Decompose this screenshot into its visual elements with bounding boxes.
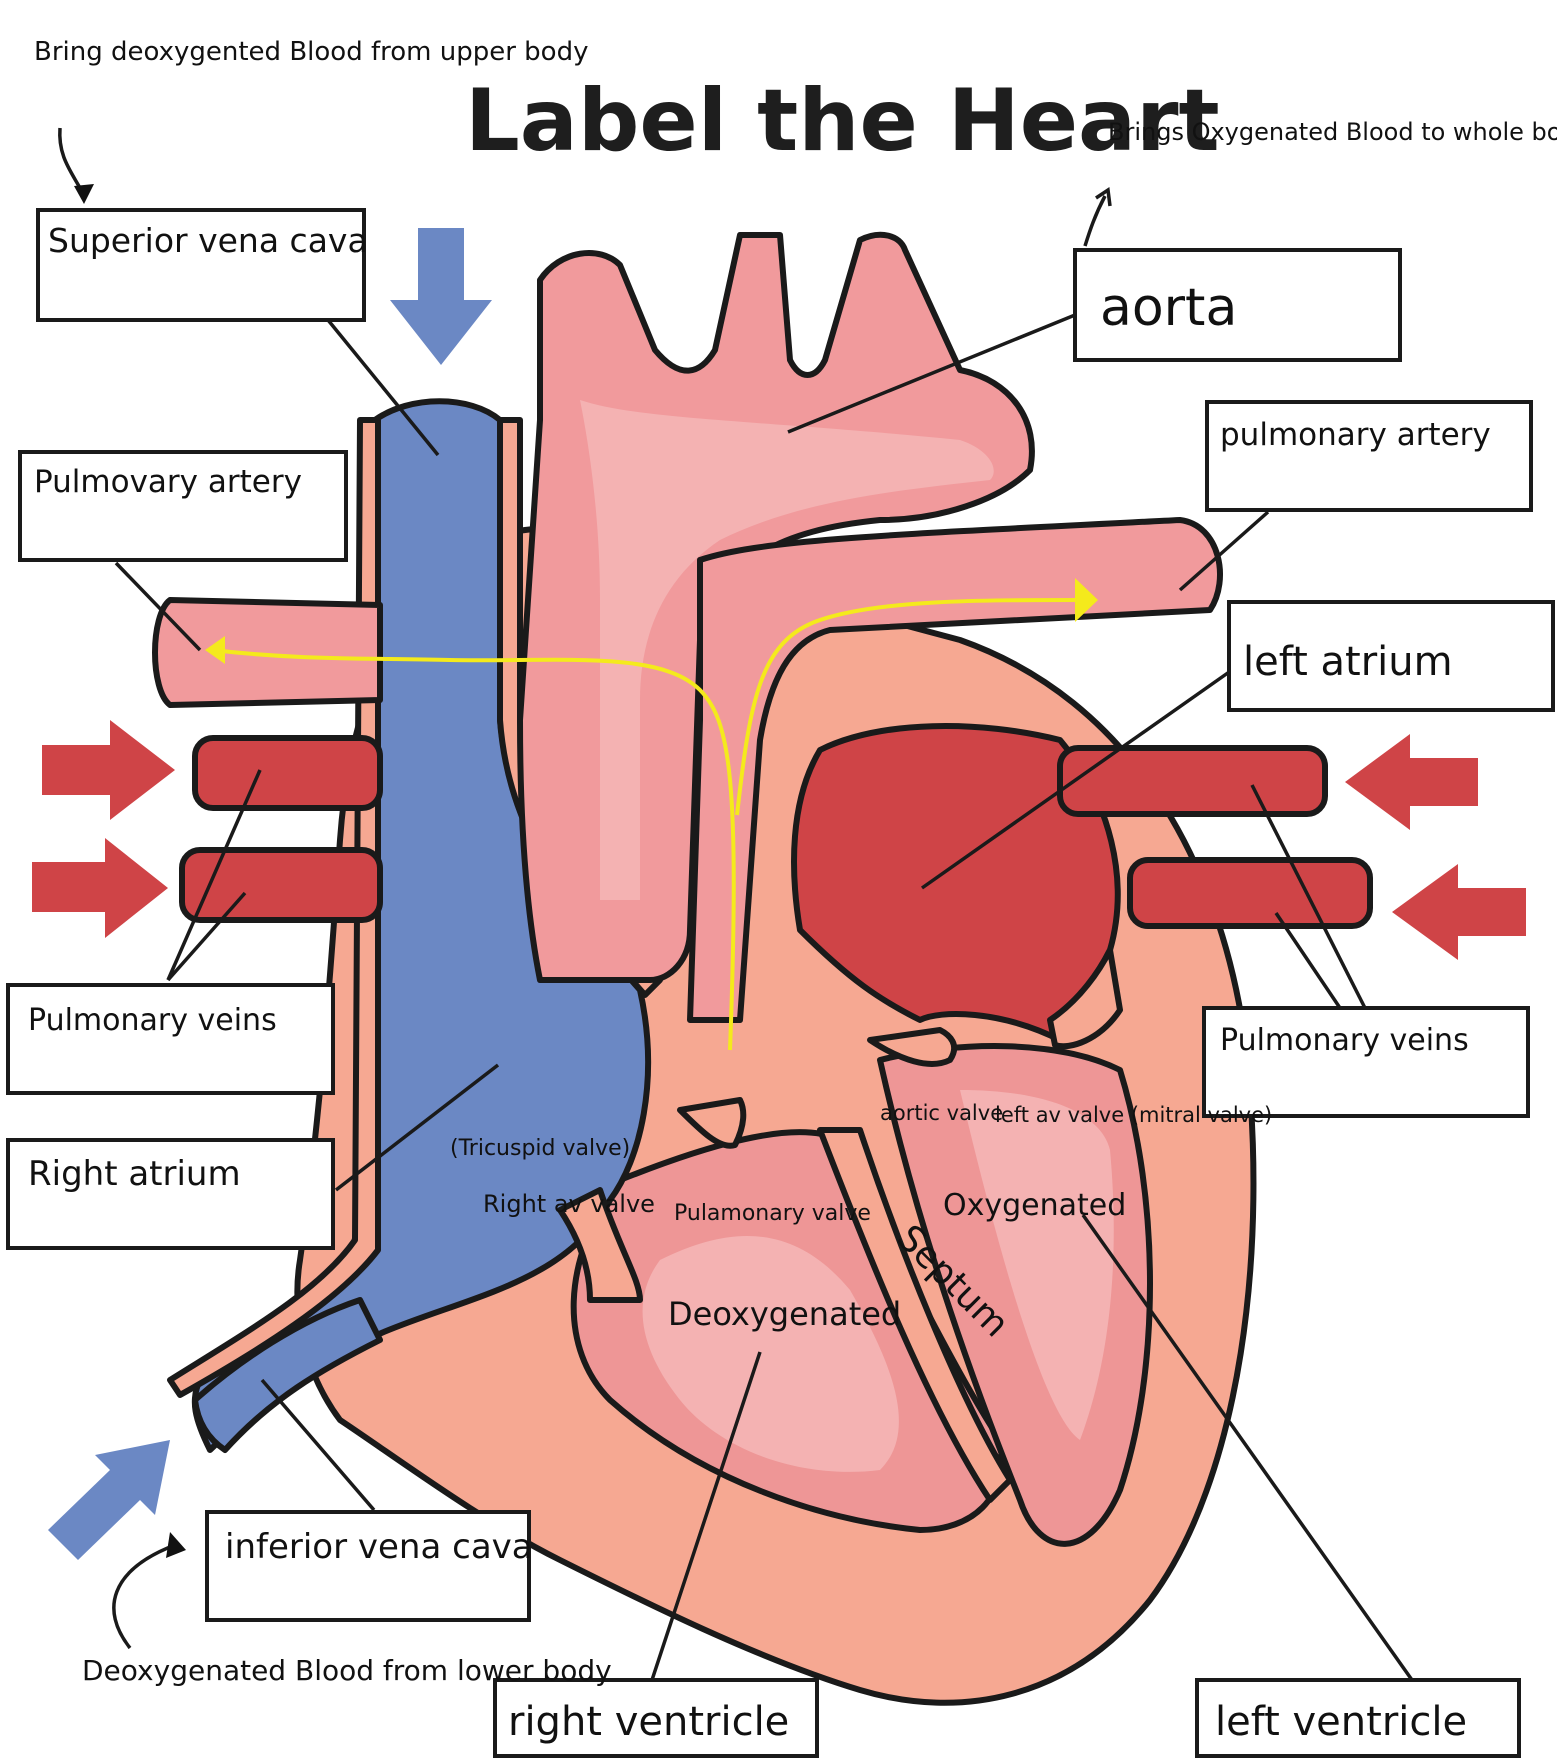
label-right-atrium: Right atrium	[28, 1154, 241, 1194]
label-box-inferior-vena-cava[interactable]: inferior vena cava	[207, 1512, 533, 1620]
label-box-pulmonary-veins-left[interactable]: Pulmonary veins	[8, 985, 333, 1093]
arrow-pulmonary-vein-right-upper	[1345, 734, 1478, 830]
arrow-pulmonary-vein-right-lower	[1392, 864, 1526, 960]
note-upper-body: Bring deoxygented Blood from upper body	[34, 37, 588, 67]
label-box-right-ventricle[interactable]: right ventricle	[495, 1680, 817, 1756]
label-left-ventricle: left ventricle	[1215, 1699, 1467, 1745]
label-pulmonary-artery-right: pulmonary artery	[1220, 417, 1491, 453]
note-tricuspid-valve: (Tricuspid valve)	[450, 1136, 630, 1161]
label-left-atrium: left atrium	[1243, 639, 1453, 685]
arrow-pulmonary-vein-left-upper	[42, 720, 175, 820]
label-box-right-atrium[interactable]: Right atrium	[8, 1140, 333, 1248]
label-inferior-vena-cava: inferior vena cava	[225, 1527, 533, 1567]
label-box-pulmonary-artery-left[interactable]: Pulmovary artery	[20, 452, 346, 560]
arrowhead-lower-body	[166, 1532, 186, 1558]
label-superior-vena-cava: Superior vena cava	[48, 221, 368, 260]
note-mitral-valve: left av valve (mitral valve)	[995, 1103, 1272, 1127]
page-title: Label the Heart	[465, 71, 1220, 171]
pulmonary-vein-right-lower	[1130, 860, 1370, 926]
label-box-left-atrium[interactable]: left atrium	[1229, 602, 1553, 710]
arrow-superior-vena-cava-in	[390, 228, 492, 365]
label-box-pulmonary-veins-right[interactable]: Pulmonary veins	[1204, 1008, 1528, 1116]
label-pulmonary-veins-left: Pulmonary veins	[28, 1003, 277, 1038]
note-deoxygenated: Deoxygenated	[668, 1295, 901, 1333]
label-box-left-ventricle[interactable]: left ventricle	[1197, 1680, 1519, 1756]
pulmonary-vein-right-upper	[1060, 748, 1325, 814]
note-oxygenated: Oxygenated	[943, 1188, 1126, 1223]
arrowhead-upper-body	[74, 184, 94, 204]
label-box-superior-vena-cava[interactable]: Superior vena cava	[38, 210, 368, 320]
note-aortic-valve: aortic valve	[880, 1101, 1003, 1125]
pulmonary-vein-left-lower	[182, 850, 380, 920]
note-pulmonary-valve: Pulamonary valve	[674, 1201, 871, 1226]
note-lower-body: Deoxygenated Blood from lower body	[82, 1654, 612, 1687]
pulmonary-vein-left-upper	[195, 738, 380, 808]
label-pulmonary-artery-left: Pulmovary artery	[34, 464, 302, 500]
label-right-ventricle: right ventricle	[508, 1699, 789, 1745]
note-whole-body: Brings Oxygenated Blood to whole body	[1108, 118, 1557, 146]
label-box-pulmonary-artery-right[interactable]: pulmonary artery	[1207, 402, 1531, 510]
note-right-av-valve: Right av valve	[483, 1190, 655, 1218]
arrow-inferior-vena-cava-in	[48, 1440, 170, 1560]
pulmonary-artery-left-branch	[155, 600, 380, 705]
arrow-pulmonary-vein-left-lower	[32, 838, 168, 938]
label-pulmonary-veins-right: Pulmonary veins	[1220, 1023, 1469, 1058]
label-aorta: aorta	[1100, 278, 1237, 338]
label-box-aorta[interactable]: aorta	[1075, 250, 1400, 360]
